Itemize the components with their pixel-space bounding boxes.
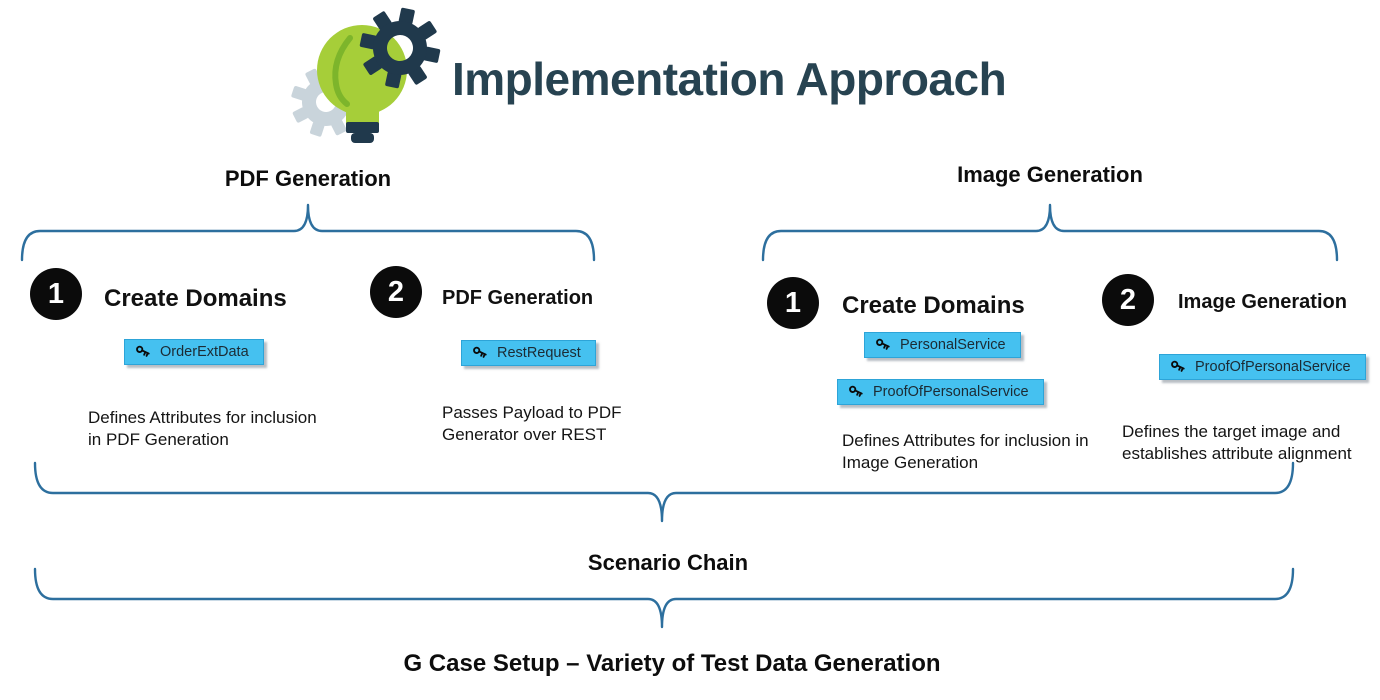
step-title: Create Domains (842, 292, 1025, 319)
domain-badge-label: ProofOfPersonalService (873, 384, 1029, 400)
step-title: PDF Generation (442, 287, 594, 309)
section-label-image-generation: Image Generation (957, 162, 1143, 187)
lightbulb-gears-icon (291, 7, 441, 143)
step-title: Image Generation (1178, 291, 1347, 313)
scenario-chain-label: Scenario Chain (587, 550, 749, 575)
step-number: 1 (784, 286, 802, 319)
domain-badge-label: ProofOfPersonalService (1195, 359, 1351, 375)
section-label-pdf-generation: PDF Generation (224, 166, 392, 191)
page-title: Implementation Approach (452, 53, 1007, 105)
domain-badge: RestRequest (461, 340, 596, 366)
case-setup-brace (33, 567, 1295, 629)
step-description: Defines Attributes for inclusion in Imag… (842, 431, 1089, 472)
step-number: 1 (47, 277, 65, 310)
domain-badge-label: OrderExtData (160, 344, 249, 360)
step-description: Defines Attributes for inclusion in PDF … (88, 408, 317, 449)
step-number-badge: 1 (30, 268, 82, 320)
step-description: Defines the target image and establishes… (1122, 422, 1352, 463)
step-number: 2 (1119, 283, 1137, 316)
step-number-badge: 2 (1102, 274, 1154, 326)
key-icon (876, 338, 890, 350)
key-icon (849, 385, 863, 397)
domain-badge: PersonalService (864, 332, 1021, 358)
domain-badge: ProofOfPersonalService (1159, 354, 1366, 380)
step-number-badge: 1 (767, 277, 819, 329)
key-icon (473, 346, 487, 358)
image-generation-brace (761, 203, 1339, 262)
key-icon (136, 345, 150, 357)
pdf-generation-brace (20, 203, 596, 262)
step-number-badge: 2 (370, 266, 422, 318)
domain-badge: ProofOfPersonalService (837, 379, 1044, 405)
domain-badge-label: PersonalService (900, 337, 1006, 353)
step-description: Passes Payload to PDF Generator over RES… (442, 403, 622, 444)
key-icon (1171, 360, 1185, 372)
case-setup-label: G Case Setup – Variety of Test Data Gene… (403, 650, 941, 677)
domain-badge: OrderExtData (124, 339, 264, 365)
step-number: 2 (387, 275, 405, 308)
domain-badge-label: RestRequest (497, 345, 581, 361)
step-title: Create Domains (104, 285, 287, 312)
